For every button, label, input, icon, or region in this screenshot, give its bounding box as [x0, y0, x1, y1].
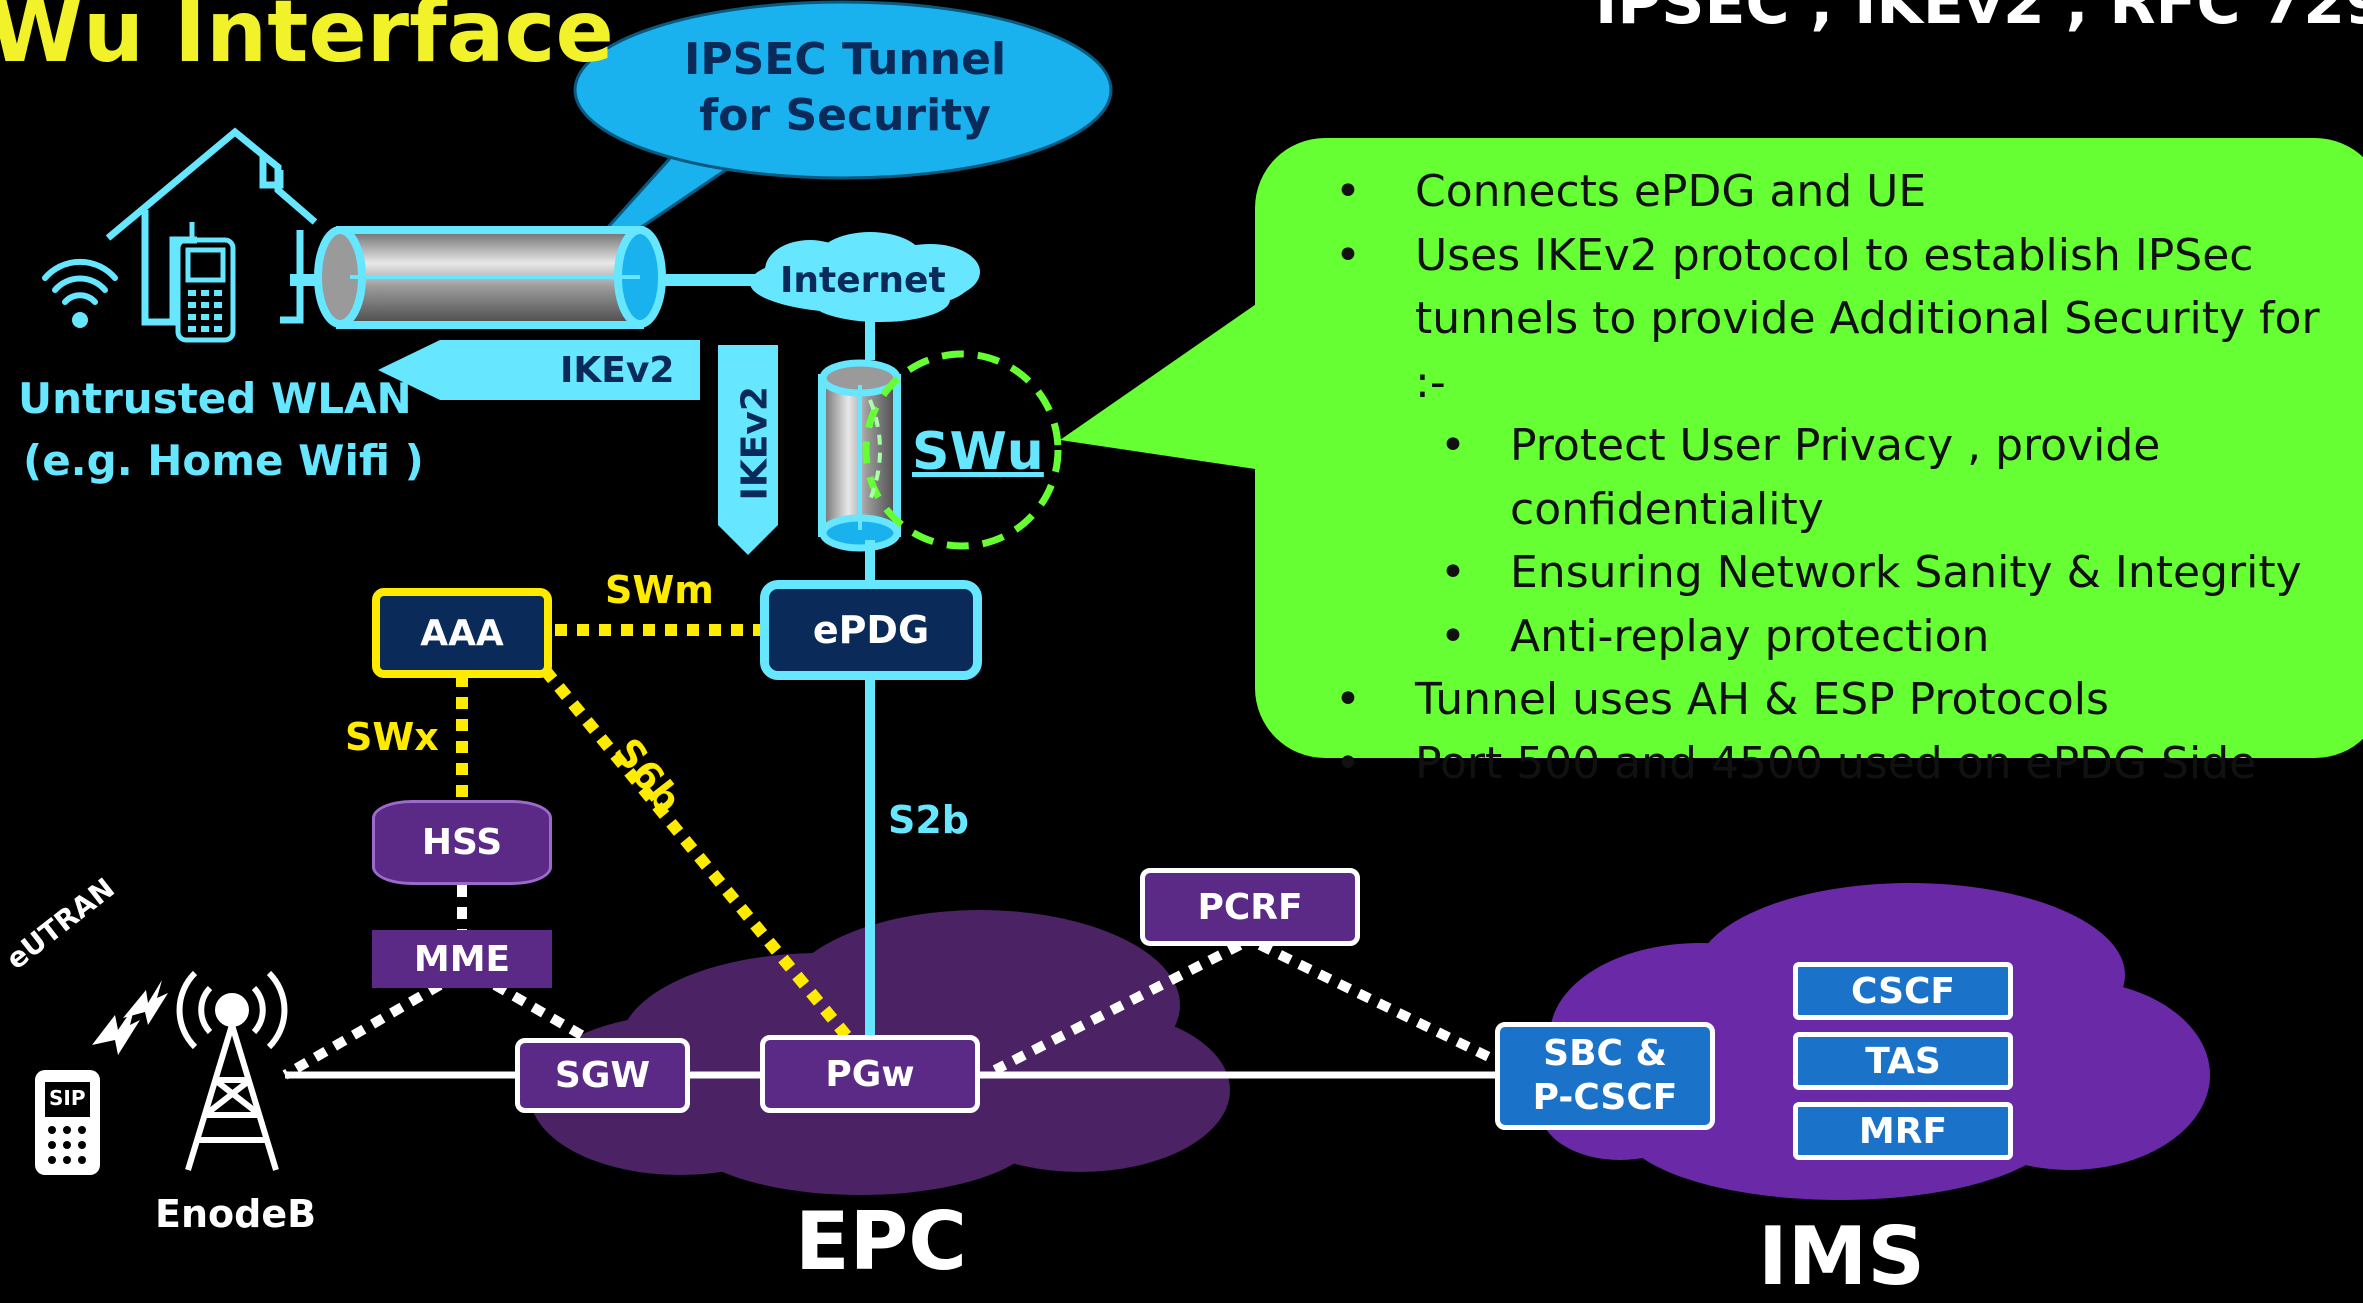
pcrf-label: PCRF [1197, 886, 1303, 928]
swu-callout: Connects ePDG and UE Uses IKEv2 protocol… [1255, 138, 2363, 795]
sgw-label: SGW [554, 1055, 651, 1096]
tas-node[interactable]: TAS [1793, 1032, 2013, 1090]
tunnel-bubble [573, 0, 1113, 180]
page-title: Wu Interface [0, 0, 614, 82]
callout-subitem: Protect User Privacy , provide [1305, 414, 2345, 478]
sip-phone-icon [35, 1070, 100, 1175]
mme-node[interactable]: MME [372, 930, 552, 988]
callout-item: Tunnel uses AH & ESP Protocols [1305, 668, 2345, 732]
sbc-label-line2: P-CSCF [1532, 1077, 1678, 1118]
sip-label: SIP [49, 1086, 86, 1110]
aaa-node[interactable]: AAA [372, 588, 552, 678]
ikev2-vertical-label: IKEv2 [734, 386, 776, 501]
pgw-node[interactable]: PGw [760, 1035, 980, 1113]
pgw-label: PGw [825, 1053, 915, 1095]
swu-label: SWu [912, 422, 1044, 482]
hss-node[interactable]: HSS [372, 800, 552, 885]
mobile-phone-icon [175, 222, 236, 343]
wlan-label-line2: (e.g. Home Wifi ) [23, 436, 424, 485]
tunnel-bubble-line1: IPSEC Tunnel [683, 34, 1007, 85]
ipsec-tunnel-cylinder [314, 226, 666, 329]
callout-subitem: Ensuring Network Sanity & Integrity [1305, 541, 2345, 605]
callout-item: Connects ePDG and UE [1305, 160, 2345, 224]
ikev2-arrow-vertical [718, 345, 778, 555]
swu-tunnel-cylinder [818, 359, 901, 552]
wlan-label-line1: Untrusted WLAN [18, 374, 412, 423]
s6b-link [540, 666, 855, 1044]
radio-signal-icon [92, 980, 168, 1055]
ikev2-arrow-horizontal [378, 340, 700, 400]
mme-sgw-link [492, 980, 593, 1045]
internet-cloud [750, 232, 980, 322]
callout-subitem: Anti-replay protection [1305, 605, 2345, 669]
tas-label: TAS [1865, 1040, 1941, 1082]
callout-list: Connects ePDG and UE Uses IKEv2 protocol… [1305, 160, 2345, 795]
epdg-label: ePDG [812, 608, 930, 652]
enodeb-tower-icon [176, 970, 288, 1171]
swm-label: SWm [605, 568, 714, 612]
sbc-pcscf-node[interactable]: SBC & P-CSCF [1495, 1022, 1715, 1130]
tunnel-bubble-line2: for Security [699, 90, 991, 141]
callout-item: Uses IKEv2 protocol to establish IPSec [1305, 224, 2345, 288]
page-subtitle: IPSEC , IKEv2 , RFC 7296 [1595, 0, 2363, 38]
mme-label: MME [413, 938, 511, 980]
cscf-node[interactable]: CSCF [1793, 962, 2013, 1020]
ikev2-horizontal-label: IKEv2 [560, 350, 675, 391]
internet-label: Internet [780, 260, 946, 301]
house-icon [105, 127, 318, 326]
cscf-label: CSCF [1850, 970, 1956, 1012]
swx-label: SWx [345, 715, 439, 759]
sbc-label-line1: SBC & [1543, 1033, 1667, 1074]
wlan-label: Untrusted WLAN (e.g. Home Wifi ) [18, 368, 424, 492]
epdg-node[interactable]: ePDG [760, 580, 982, 680]
aaa-label: AAA [420, 612, 504, 654]
ims-label: IMS [1758, 1210, 1925, 1303]
epc-label: EPC [795, 1195, 967, 1288]
hss-label: HSS [421, 822, 503, 863]
pcrf-pgw-link [992, 940, 1243, 1075]
swu-dashed-circle [862, 350, 1062, 550]
mme-enodeb-link [282, 980, 443, 1080]
callout-subitem-continuation: confidentiality [1510, 483, 1824, 535]
s2b-label: S2b [888, 798, 970, 842]
callout-item-continuation: tunnels to provide Additional Security f… [1415, 293, 2320, 408]
pcrf-sbc-link [1257, 940, 1498, 1065]
enodeb-label: EnodeB [155, 1192, 317, 1236]
wifi-icon [42, 258, 118, 328]
sgw-node[interactable]: SGW [515, 1038, 690, 1113]
mrf-label: MRF [1858, 1110, 1948, 1152]
mrf-node[interactable]: MRF [1793, 1102, 2013, 1160]
callout-tail [1060, 300, 1262, 470]
pcrf-node[interactable]: PCRF [1140, 868, 1360, 946]
callout-item: Port 500 and 4500 used on ePDG Side [1305, 732, 2345, 796]
tunnel-bubble-label: IPSEC Tunnel for Security [600, 32, 1090, 144]
